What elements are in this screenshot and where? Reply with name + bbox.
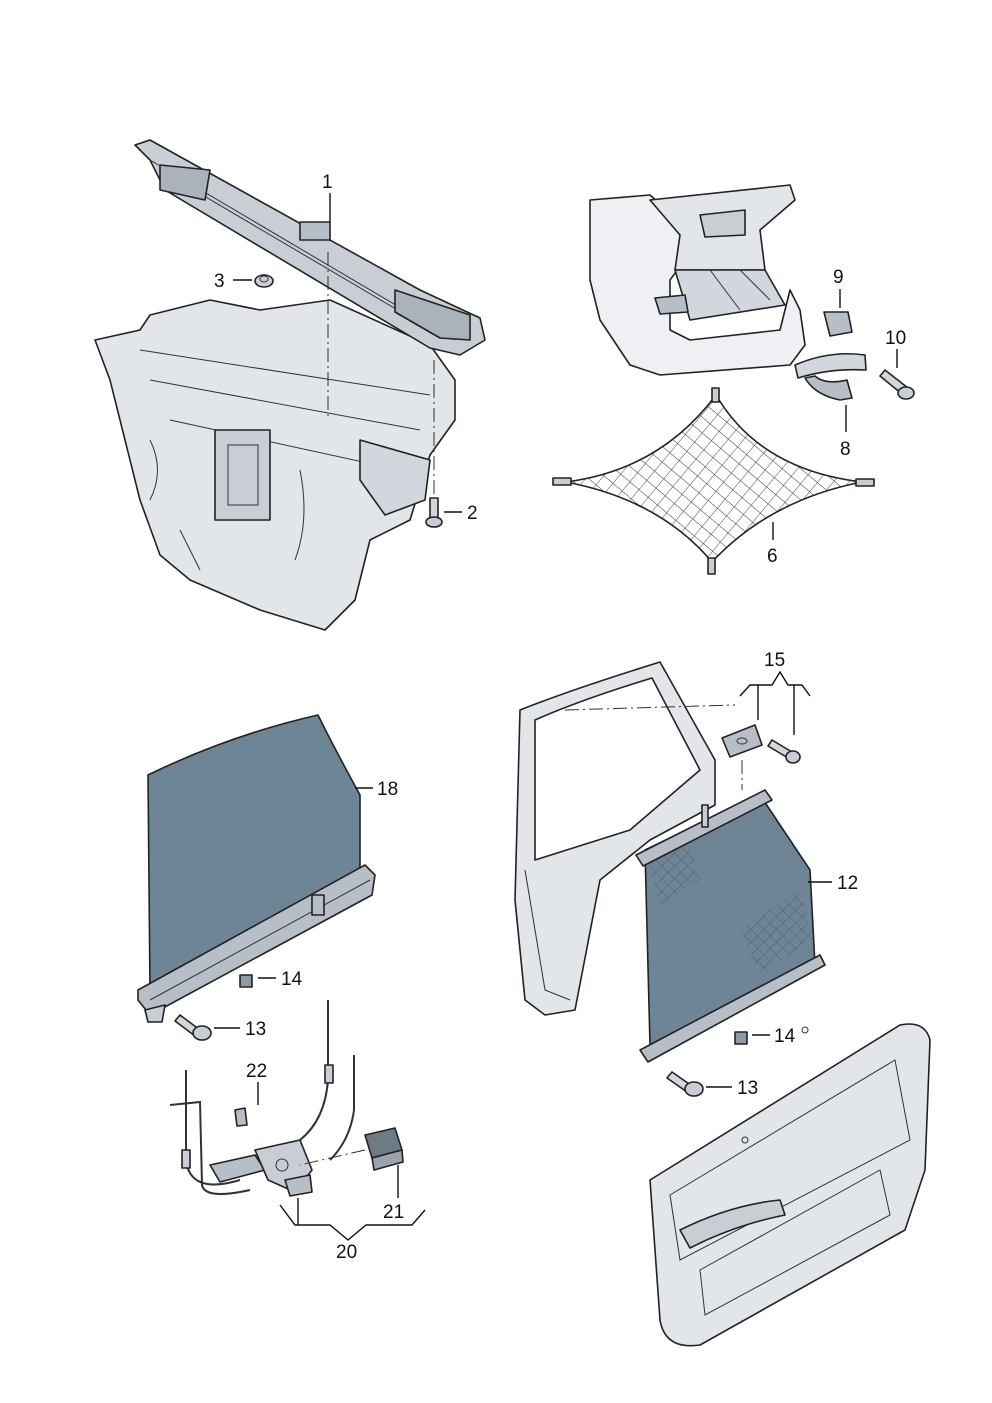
- callout-15-label: 15: [764, 650, 785, 671]
- callout-14-left-label: 14: [281, 969, 303, 990]
- callout-13-right-label: 13: [737, 1078, 758, 1099]
- callout-6: 6: [767, 522, 778, 567]
- callout-14-right: 14: [752, 1026, 796, 1047]
- callout-18-label: 18: [377, 779, 398, 800]
- callout-22: 22: [246, 1061, 267, 1105]
- callout-14-left: 14: [258, 969, 303, 990]
- callout-13-right: 13: [706, 1078, 758, 1099]
- rear-window-sunblind: [137, 714, 376, 1023]
- callout-18: 18: [355, 779, 398, 800]
- callout-3-label: 3: [214, 271, 225, 292]
- rear-door-frame: [514, 661, 716, 1016]
- luggage-compartment-cover: [134, 139, 486, 356]
- connector-item-21: [299, 1127, 404, 1171]
- sunblind-motor-assembly: [169, 1000, 355, 1197]
- callout-9: 9: [833, 267, 844, 308]
- hook-item-8: [794, 352, 867, 401]
- luggage-net: [552, 387, 875, 575]
- callout-14-right-label: 14: [774, 1026, 796, 1047]
- bracket-item-15: [564, 704, 801, 790]
- callout-8-label: 8: [840, 439, 851, 460]
- clip-item-9: [823, 311, 853, 337]
- door-trim-panel: [649, 1023, 931, 1347]
- callout-1: 1: [322, 172, 333, 222]
- clip-item-14-right: [734, 1031, 748, 1045]
- callout-13-left-label: 13: [245, 1019, 266, 1040]
- callout-10-label: 10: [885, 328, 906, 349]
- callout-2-label: 2: [467, 503, 478, 524]
- callout-6-label: 6: [767, 546, 778, 567]
- callout-21-label: 21: [383, 1202, 404, 1223]
- callout-1-label: 1: [322, 172, 333, 193]
- callout-12-label: 12: [837, 873, 858, 894]
- screw-item-2: [425, 497, 443, 528]
- callout-22-label: 22: [246, 1061, 267, 1082]
- screw-item-10: [879, 369, 915, 400]
- callout-9-label: 9: [833, 267, 844, 288]
- callout-2: 2: [444, 503, 478, 524]
- callout-10: 10: [885, 328, 906, 368]
- callout-13-left: 13: [214, 1019, 266, 1040]
- clip-item-14-left: [239, 974, 253, 988]
- callout-20-label: 20: [336, 1242, 357, 1263]
- screw-item-13-left: [174, 1014, 212, 1041]
- side-window-sunblind: [635, 789, 826, 1063]
- callout-15: 15: [739, 650, 811, 735]
- car-rear-illustration: [589, 184, 806, 376]
- callout-21: 21: [383, 1165, 404, 1223]
- screw-item-13-right: [666, 1071, 704, 1097]
- callout-20: 20: [279, 1198, 426, 1263]
- rear-shelf-panel: [94, 299, 456, 631]
- callout-3: 3: [214, 271, 252, 292]
- callout-8: 8: [840, 405, 851, 460]
- callout-12: 12: [808, 873, 858, 894]
- nut-item-3: [254, 274, 274, 288]
